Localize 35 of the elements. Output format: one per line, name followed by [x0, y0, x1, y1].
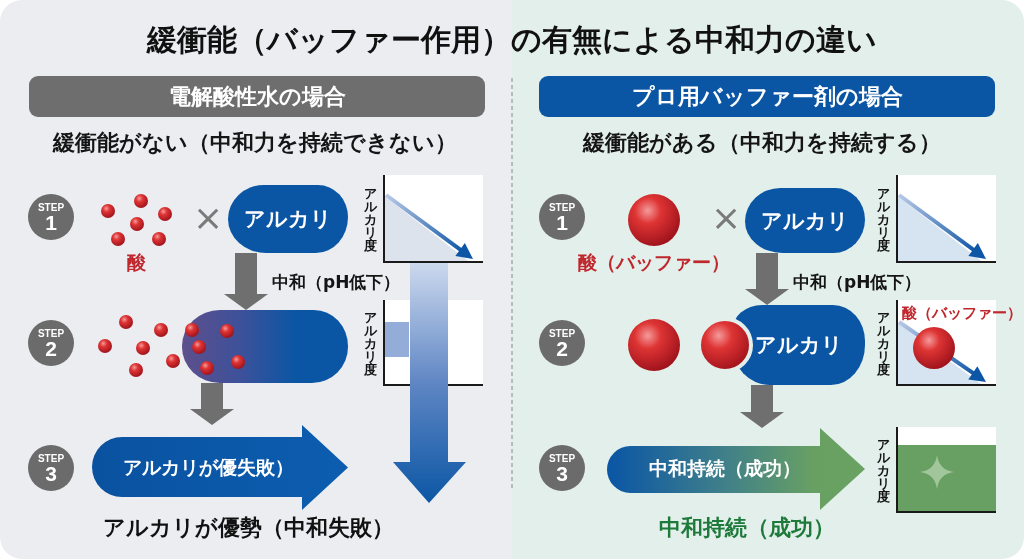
particle-label: 酸（バッファー） [578, 250, 730, 274]
subheading: 緩衝能がある（中和力を持続する） [583, 129, 941, 157]
step-label: STEP [548, 454, 576, 464]
step-label: STEP [37, 454, 65, 464]
axis-label: アルカリ度 [876, 186, 891, 252]
multiply-sign: × [710, 196, 742, 240]
annotation-label: 酸（バッファー） [902, 304, 1022, 322]
result-label: 中和持続（成功） [659, 514, 835, 542]
axis-label: アルカリ度 [363, 186, 378, 252]
arrow [745, 253, 789, 305]
arrow [740, 385, 784, 428]
step-number: 2 [556, 337, 568, 359]
step-label: STEP [548, 329, 576, 339]
step-number: 2 [45, 337, 57, 359]
result-label: アルカリが優勢（中和失敗） [102, 514, 394, 542]
edge-label: 中和（pH低下） [793, 271, 922, 293]
axis-label: アルカリ度 [363, 310, 378, 376]
arrow [224, 253, 268, 310]
step-label: STEP [548, 203, 576, 213]
section-header: 電解酸性水の場合 [29, 76, 485, 117]
axis-label: アルカリ度 [876, 310, 891, 376]
step-number: 3 [556, 462, 568, 484]
title: 緩衝能（バッファー作用）の有無による中和力の違い [147, 22, 877, 58]
arrow [190, 383, 234, 425]
section-header: プロ用バッファー剤の場合 [539, 76, 995, 117]
step-label: STEP [37, 329, 65, 339]
multiply-sign: × [192, 196, 224, 240]
subheading: 緩衝能がない（中和力を持続できない） [53, 129, 457, 157]
step-number: 1 [556, 211, 568, 233]
edge-label: 中和（pH低下） [272, 271, 401, 293]
step-number: 3 [45, 462, 57, 484]
step-label: STEP [37, 203, 65, 213]
particle-label: 酸 [126, 250, 146, 274]
step-number: 1 [45, 211, 57, 233]
axis-label: アルカリ度 [876, 437, 891, 503]
